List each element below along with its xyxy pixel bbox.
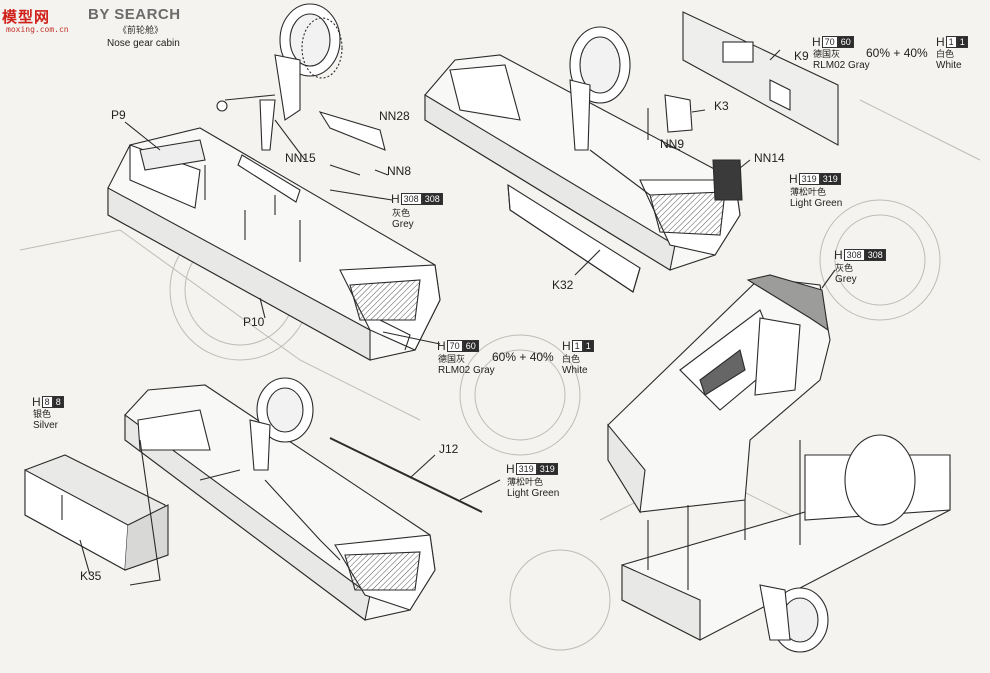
paint-name-en: RLM02 Gray [438, 365, 495, 376]
paint-prefix: H [936, 35, 945, 49]
paint-code-secondary: 308 [421, 193, 443, 205]
paint-name-cn: 白色 [936, 49, 955, 59]
paint-name-en: White [562, 365, 588, 376]
paint-code-primary: 1 [945, 36, 957, 48]
paint-code-rlm02-2: H 70 60 [812, 36, 854, 48]
paint-prefix: H [32, 395, 41, 409]
paint-code-primary: 8 [41, 396, 53, 408]
paint-code-light-green-1: H 319 319 [789, 173, 841, 185]
paint-prefix: H [506, 462, 515, 476]
paint-name-en: RLM02 Gray [813, 60, 870, 71]
panel-1-drawing [107, 3, 441, 361]
paint-name-cn: 德国灰 [438, 354, 466, 364]
paint-code-silver: H 8 8 [32, 396, 64, 408]
part-label-k32: K32 [552, 278, 574, 292]
section-title-cn: 《前轮舱》 [118, 25, 164, 35]
paint-name-cn: 白色 [562, 354, 581, 364]
paint-code-primary: 319 [515, 463, 537, 475]
paint-prefix: H [789, 172, 798, 186]
paint-code-primary: 308 [400, 193, 422, 205]
paint-code-secondary: 319 [819, 173, 841, 185]
paint-code-primary: 70 [446, 340, 463, 352]
paint-code-secondary: 1 [582, 340, 594, 352]
part-label-k35: K35 [80, 569, 102, 583]
paint-name-cn: 灰色 [835, 263, 854, 273]
part-label-nn15: NN15 [285, 151, 316, 165]
paint-code-rlm02-1: H 70 60 [437, 340, 479, 352]
site-logo: 模型网 [2, 9, 51, 26]
paint-name-cn: 德国灰 [813, 49, 841, 59]
part-label-nn14: NN14 [754, 151, 785, 165]
paint-code-secondary: 60 [462, 340, 479, 352]
part-label-j12: J12 [439, 442, 459, 456]
paint-name-cn: 灰色 [392, 208, 411, 218]
paint-name-en: Grey [392, 219, 414, 230]
paint-code-light-green-2: H 319 319 [506, 463, 558, 475]
part-label-p10: P10 [243, 315, 265, 329]
paint-name-en: Light Green [790, 198, 843, 209]
part-label-p9: P9 [111, 108, 126, 122]
panel-4-drawing [607, 269, 951, 653]
paint-prefix: H [437, 339, 446, 353]
paint-code-secondary: 319 [536, 463, 558, 475]
part-label-nn8: NN8 [387, 164, 412, 178]
paint-code-primary: 1 [571, 340, 583, 352]
part-label-nn28: NN28 [379, 109, 410, 123]
part-label-k9: K9 [794, 49, 809, 63]
paint-name-en: White [936, 60, 962, 71]
site-logo-url: moxing.com.cn [6, 25, 69, 34]
paint-code-white-1: H 1 1 [562, 340, 594, 352]
paint-mix-ratio: 60% + 40% [866, 46, 928, 60]
paint-name-cn: 薄松叶色 [507, 477, 544, 487]
paint-code-white-2: H 1 1 [936, 36, 968, 48]
paint-code-primary: 319 [798, 173, 820, 185]
paint-code-secondary: 60 [837, 36, 854, 48]
paint-code-primary: 70 [821, 36, 838, 48]
panel-3-drawing [24, 377, 501, 621]
paint-prefix: H [812, 35, 821, 49]
paint-name-cn: 银色 [33, 409, 52, 419]
paint-name-cn: 薄松叶色 [790, 187, 827, 197]
paint-code-grey-2: H 308 308 [834, 249, 886, 261]
paint-code-secondary: 8 [52, 396, 64, 408]
paint-code-secondary: 1 [956, 36, 968, 48]
paint-code-secondary: 308 [864, 249, 886, 261]
paint-mix-ratio: 60% + 40% [492, 350, 554, 364]
paint-code-grey-1: H 308 308 [391, 193, 443, 205]
brand-title: BY SEARCH [88, 6, 181, 23]
paint-name-en: Silver [33, 420, 59, 431]
paint-name-en: Grey [835, 274, 857, 285]
paint-prefix: H [391, 192, 400, 206]
part-label-nn9: NN9 [660, 137, 685, 151]
paint-prefix: H [562, 339, 571, 353]
paint-name-en: Light Green [507, 488, 560, 499]
part-label-k3: K3 [714, 99, 729, 113]
paint-code-primary: 308 [843, 249, 865, 261]
section-title-en: Nose gear cabin [107, 38, 180, 49]
paint-prefix: H [834, 248, 843, 262]
panel-2-drawing [424, 11, 839, 293]
